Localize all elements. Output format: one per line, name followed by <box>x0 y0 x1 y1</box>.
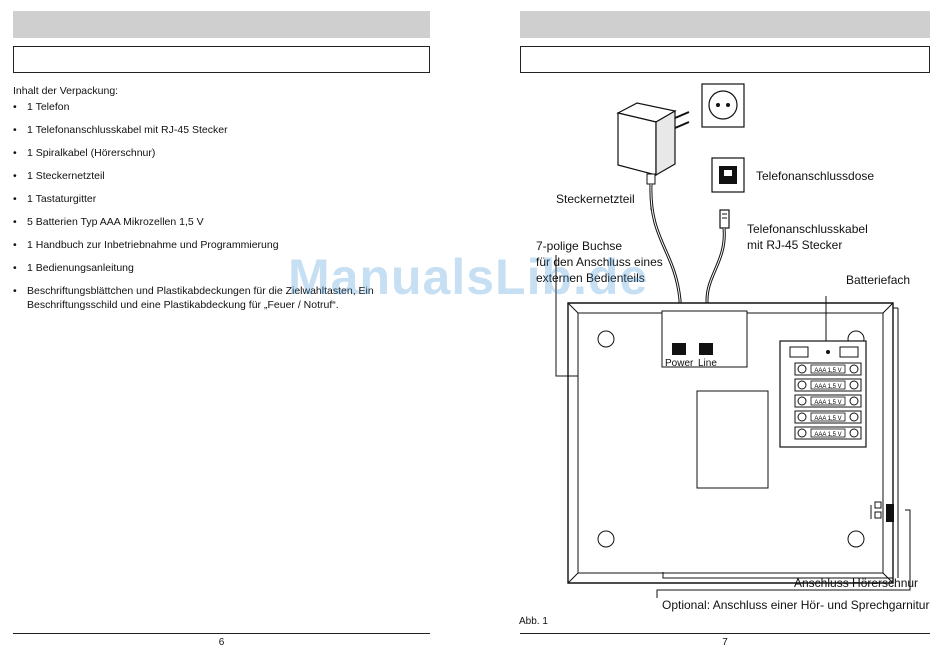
page-number: 7 <box>722 637 728 648</box>
item-text: 1 Steckernetzteil <box>27 170 105 182</box>
label-kabel-line1: Telefonanschlusskabel <box>747 222 868 236</box>
label-telefonanschlussdose: Telefonanschlussdose <box>756 169 874 183</box>
list-item: • 1 Spiralkabel (Hörerschnur) <box>13 146 428 160</box>
title-box <box>520 46 930 73</box>
list-item: • Beschriftungsblättchen und Plastikabdec… <box>13 284 428 312</box>
item-text: 1 Telefonanschlusskabel mit RJ-45 Stecke… <box>27 124 228 136</box>
item-text: 1 Tastaturgitter <box>27 193 97 205</box>
watermark: ManualsLib.de <box>288 249 649 305</box>
battery-cell: AAA 1,5 V <box>794 426 862 440</box>
bullet: • <box>13 239 17 251</box>
bullet: • <box>13 216 17 228</box>
right-page: 7 <box>475 0 950 659</box>
battery-label: AAA 1,5 V <box>814 416 841 422</box>
header-bar <box>520 11 930 38</box>
footer-rule <box>520 633 930 634</box>
footer-rule <box>13 633 430 634</box>
label-power: Power <box>665 358 694 369</box>
item-text: 1 Spiralkabel (Hörerschnur) <box>27 147 156 159</box>
battery-cell: AAA 1,5 V <box>794 378 862 392</box>
label-optional: Optional: Anschluss einer Hör- und Sprec… <box>662 598 929 612</box>
header-bar <box>13 11 430 38</box>
battery-label: AAA 1,5 V <box>814 400 841 406</box>
page-number: 6 <box>218 637 225 648</box>
list-item: • 1 Telefon <box>13 100 428 114</box>
item-text: 5 Batterien Typ AAA Mikrozellen 1,5 V <box>27 216 204 228</box>
power-adapter-icon <box>616 102 690 185</box>
phone-connection-diagram: AAA 1,5 V AAA 1,5 V AAA 1,5 V AAA 1,5 V AAA … <box>519 83 929 627</box>
line-cable-inner <box>706 227 725 345</box>
item-text: 1 Handbuch zur Inbetriebnahme und Progra… <box>27 239 279 251</box>
rj45-plug-icon <box>719 209 730 229</box>
bullet: • <box>13 124 17 136</box>
wall-socket-icon <box>701 83 745 128</box>
bullet: • <box>13 262 17 274</box>
item-text: Beschriftungsblättchen und Plastikabdeck… <box>27 285 374 311</box>
label-batteriefach: Batteriefach <box>846 273 910 287</box>
battery-label: AAA 1,5 V <box>814 368 841 374</box>
item-text: 1 Bedienungsanleitung <box>27 262 134 274</box>
item-text: 1 Telefon <box>27 101 70 113</box>
label-buchse-line2: für den Anschluss eines <box>536 255 663 269</box>
list-item: • 1 Steckernetzteil <box>13 169 428 183</box>
power-cable-inner <box>650 183 681 345</box>
pointer-lines <box>555 206 911 598</box>
battery-label: AAA 1,5 V <box>814 384 841 390</box>
battery-compartment: AAA 1,5 V AAA 1,5 V AAA 1,5 V AAA 1,5 V AAA … <box>779 340 867 448</box>
phone-jack-icon <box>711 157 745 193</box>
battery-cell: AAA 1,5 V <box>794 362 862 376</box>
contents-list: • 1 Telefon • 1 Telefonanschlusskabel mit … <box>13 100 428 321</box>
bullet: • <box>13 285 17 297</box>
figure-caption: Abb. 1 <box>519 616 548 627</box>
battery-cell: AAA 1,5 V <box>794 410 862 424</box>
contents-intro: Inhalt der Verpackung: <box>13 85 119 97</box>
list-item: • 1 Bedienungsanleitung <box>13 261 428 275</box>
list-item: • 1 Tastaturgitter <box>13 192 428 206</box>
bullet: • <box>13 101 17 113</box>
bullet: • <box>13 193 17 205</box>
list-item: • 1 Telefonanschlusskabel mit RJ-45 Steck… <box>13 123 428 137</box>
bullet: • <box>13 170 17 182</box>
label-buchse-line3: externen Bedienteils <box>536 271 645 285</box>
bullet: • <box>13 147 17 159</box>
label-kabel-line2: mit RJ-45 Stecker <box>747 238 842 252</box>
label-buchse-line1: 7-polige Buchse <box>536 239 622 253</box>
label-steckernetzteil: Steckernetzteil <box>556 192 635 206</box>
label-hoererschnur: Anschluss Hörerschnur <box>794 576 918 590</box>
left-page: Inhalt der Verpackung: • 1 Telefon • 1 Tel… <box>0 0 445 659</box>
label-line: Line <box>698 358 717 369</box>
battery-label: AAA 1,5 V <box>814 432 841 438</box>
title-box <box>13 46 430 73</box>
list-item: • 5 Batterien Typ AAA Mikrozellen 1,5 V <box>13 215 428 229</box>
battery-cell: AAA 1,5 V <box>794 394 862 408</box>
list-item: • 1 Handbuch zur Inbetriebnahme und Progr… <box>13 238 428 252</box>
